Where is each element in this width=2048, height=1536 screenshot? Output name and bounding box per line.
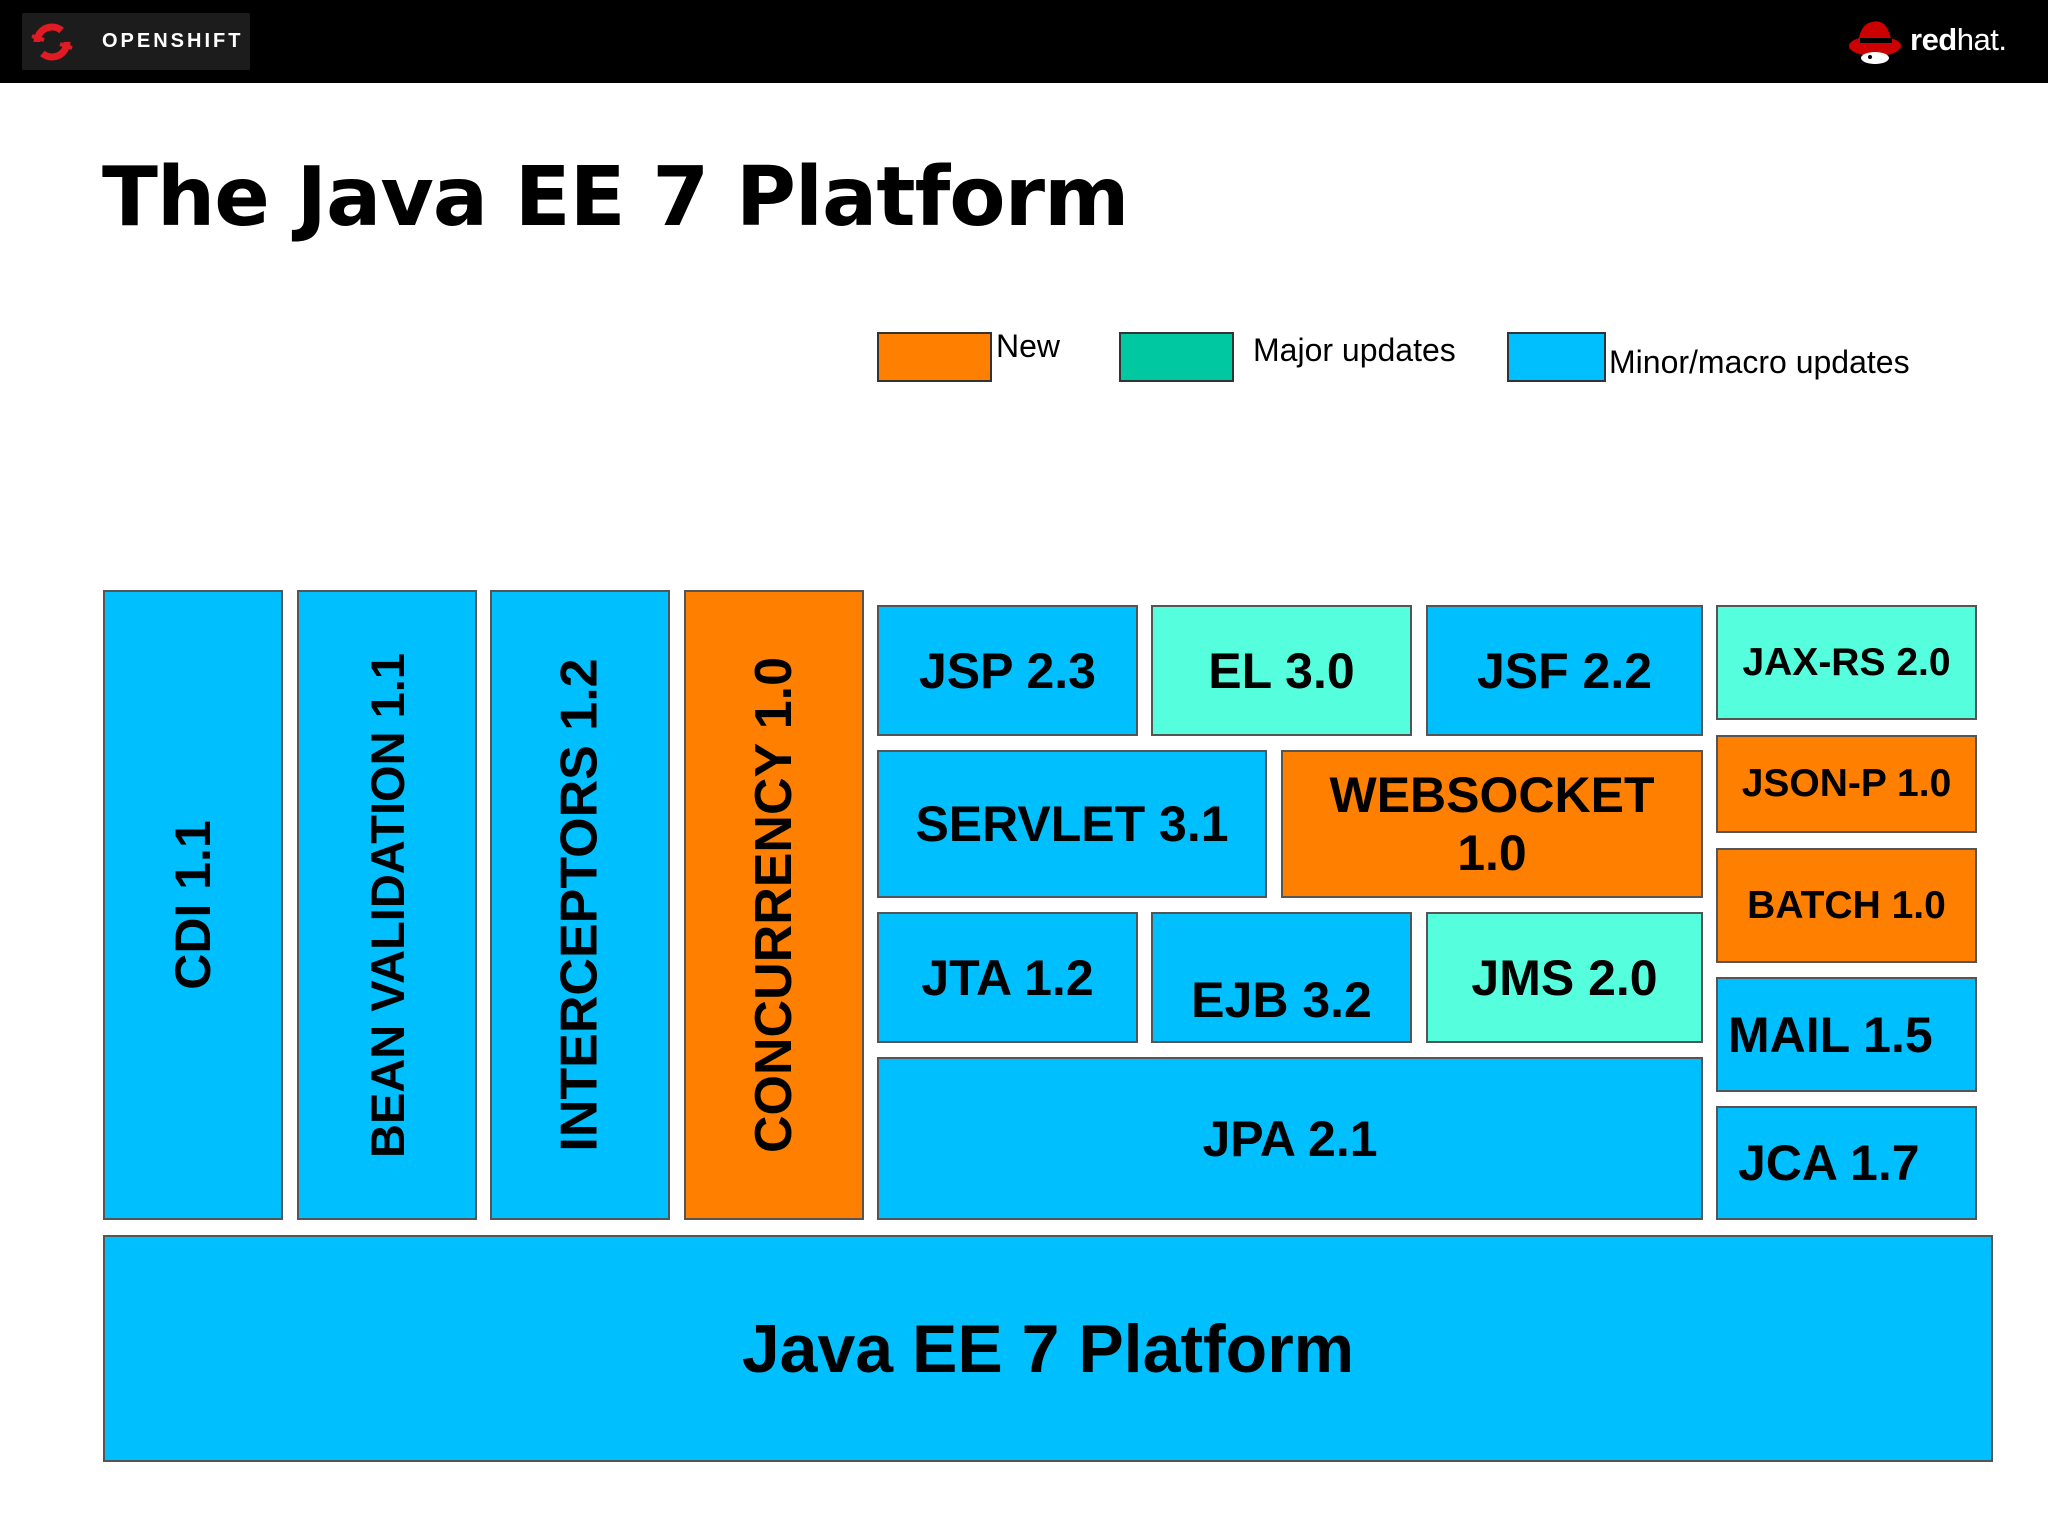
spec-json-p-label: JSON-P 1.0	[1741, 762, 1952, 805]
spec-jta: JTA 1.2	[877, 912, 1138, 1043]
legend-label-major: Major updates	[1253, 332, 1456, 368]
legend-label-minor: Minor/macro updates	[1609, 344, 1910, 380]
page-title: The Java EE 7 Platform	[102, 150, 1129, 245]
spec-jca: JCA 1.7	[1716, 1106, 1977, 1220]
spec-batch: BATCH 1.0	[1716, 848, 1977, 963]
legend-swatch-new	[877, 332, 992, 382]
java-ee-platform-label: Java EE 7 Platform	[741, 1310, 1355, 1387]
spec-bean-validation-label: BEAN VALIDATION 1.1	[360, 652, 414, 1158]
redhat-logo: redhat.	[1848, 14, 2038, 66]
spec-el: EL 3.0	[1151, 605, 1412, 736]
openshift-logo: OPENSHIFT	[22, 13, 250, 70]
spec-jax-rs-label: JAX-RS 2.0	[1742, 640, 1951, 684]
spec-bean-validation: BEAN VALIDATION 1.1	[297, 590, 477, 1220]
legend-label-new: New	[996, 328, 1061, 364]
spec-ejb: EJB 3.2	[1151, 912, 1412, 1043]
spec-jta-label: JTA 1.2	[921, 949, 1094, 1006]
spec-ejb-label: EJB 3.2	[1191, 972, 1372, 1028]
java-ee-platform-base: Java EE 7 Platform	[103, 1235, 1993, 1462]
spec-json-p: JSON-P 1.0	[1716, 735, 1977, 833]
top-bar: OPENSHIFT redhat.	[0, 0, 2048, 83]
spec-jsf: JSF 2.2	[1426, 605, 1703, 736]
spec-batch-label: BATCH 1.0	[1747, 883, 1946, 927]
spec-jsp-label: JSP 2.3	[918, 642, 1096, 699]
spec-jsp: JSP 2.3	[877, 605, 1138, 736]
spec-websocket-label-line1: WEBSOCKET	[1329, 767, 1655, 823]
spec-concurrency-label: CONCURRENCY 1.0	[745, 656, 803, 1154]
spec-websocket-label-line2: 1.0	[1457, 825, 1527, 881]
legend-swatch-major	[1119, 332, 1234, 382]
spec-cdi: CDI 1.1	[103, 590, 283, 1220]
spec-websocket: WEBSOCKET 1.0	[1281, 750, 1703, 898]
spec-concurrency: CONCURRENCY 1.0	[684, 590, 864, 1220]
spec-mail-label: MAIL 1.5	[1728, 1006, 1933, 1063]
spec-servlet-label: SERVLET 3.1	[915, 796, 1229, 852]
redhat-hat-icon	[1849, 21, 1901, 64]
openshift-logo-text: OPENSHIFT	[102, 30, 244, 52]
spec-jca-label: JCA 1.7	[1738, 1135, 1920, 1191]
spec-interceptors: INTERCEPTORS 1.2	[490, 590, 670, 1220]
spec-cdi-label: CDI 1.1	[164, 820, 221, 990]
spec-jms: JMS 2.0	[1426, 912, 1703, 1043]
spec-jpa-label: JPA 2.1	[1202, 1110, 1378, 1167]
spec-jms-label: JMS 2.0	[1471, 949, 1658, 1006]
spec-servlet: SERVLET 3.1	[877, 750, 1267, 898]
spec-jpa: JPA 2.1	[877, 1057, 1703, 1220]
legend-swatch-minor	[1507, 332, 1606, 382]
spec-interceptors-label: INTERCEPTORS 1.2	[551, 658, 610, 1152]
spec-mail: MAIL 1.5	[1716, 977, 1977, 1092]
openshift-icon	[31, 23, 73, 61]
redhat-logo-text: redhat.	[1910, 22, 2007, 57]
spec-jsf-label: JSF 2.2	[1476, 642, 1653, 699]
spec-jax-rs: JAX-RS 2.0	[1716, 605, 1977, 720]
spec-el-label: EL 3.0	[1208, 642, 1355, 699]
